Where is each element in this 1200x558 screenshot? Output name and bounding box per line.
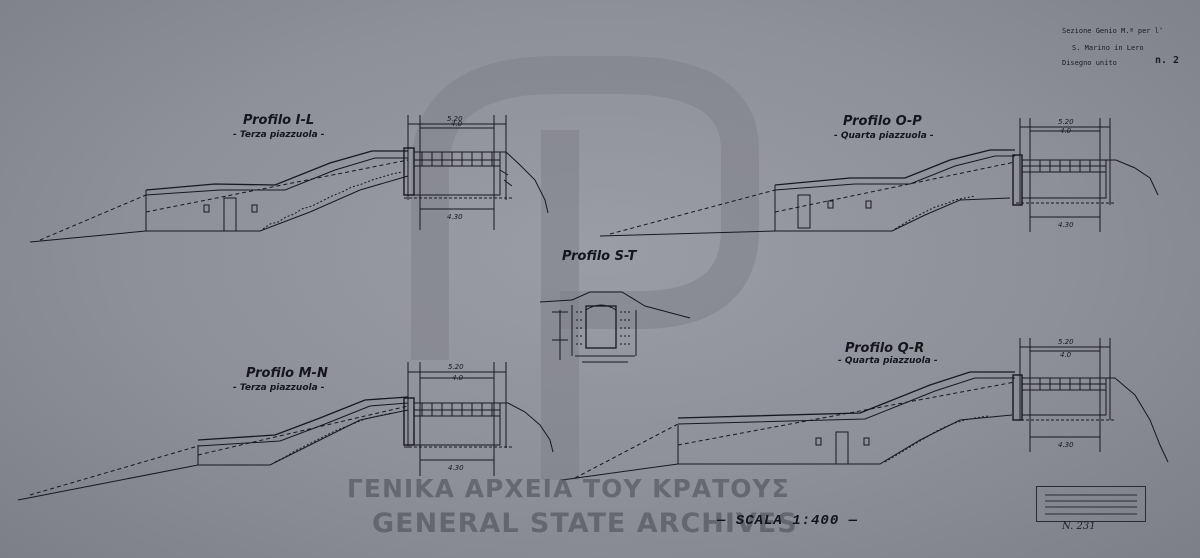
dim-op-inner: 4.0 (1060, 127, 1072, 135)
profile-qr-title: Profilo Q-R (845, 341, 925, 356)
profile-mn-drawing (17, 362, 554, 501)
archive-number: N. 231 (1062, 521, 1096, 532)
profile-st-title: Profilo S-T (562, 249, 637, 264)
header-line-2: S. Marino in Lero (1072, 44, 1144, 52)
dim-qr-base: 4.30 (1058, 441, 1074, 449)
dim-qr-overall: 5.20 (1058, 338, 1074, 346)
dim-il-base: 4.30 (447, 213, 463, 221)
dim-mn-base: 4.30 (448, 464, 464, 472)
watermark-english: GENERAL STATE ARCHIVES (372, 508, 798, 539)
profile-mn-subtitle: - Terza piazzuola - (233, 383, 325, 393)
dim-mn-inner: 4.0 (452, 374, 464, 382)
archive-registration-stamp (1036, 486, 1146, 522)
header-line-3: Disegno unito (1062, 59, 1117, 67)
scale-label: — SCALA 1:400 — (717, 513, 859, 529)
header-line-1: Sezione Genio M.ª per l’ (1062, 27, 1164, 35)
archive-logo-watermark (411, 56, 759, 480)
dim-il-overall: 5.20 (447, 115, 463, 123)
dim-mn-overall: 5.20 (448, 363, 464, 371)
header-sheet-number: n. 2 (1155, 55, 1180, 66)
profile-il-drawing (29, 115, 549, 243)
profile-st-drawing (539, 291, 691, 363)
profile-op-title: Profilo O-P (843, 114, 922, 129)
dim-op-base: 4.30 (1058, 221, 1074, 229)
watermark-greek: ΓΕΝΙΚΑ ΑΡΧΕΙΑ ΤΟΥ ΚΡΑΤΟΥΣ (347, 474, 790, 503)
dim-qr-inner: 4.0 (1060, 351, 1072, 359)
profile-qr-drawing (561, 338, 1169, 481)
profile-op-drawing (599, 118, 1159, 237)
profile-mn-title: Profilo M-N (246, 366, 328, 381)
stamp-lines-icon (1045, 494, 1137, 515)
profile-op-subtitle: - Quarta piazzuola - (834, 131, 934, 141)
profile-il-subtitle: - Terza piazzuola - (233, 130, 325, 140)
dim-il-inner: 4.0 (451, 120, 463, 128)
profile-qr-subtitle: - Quarta piazzuola - (838, 356, 938, 366)
dim-op-overall: 5.20 (1058, 118, 1074, 126)
profile-il-title: Profilo I-L (243, 113, 315, 128)
